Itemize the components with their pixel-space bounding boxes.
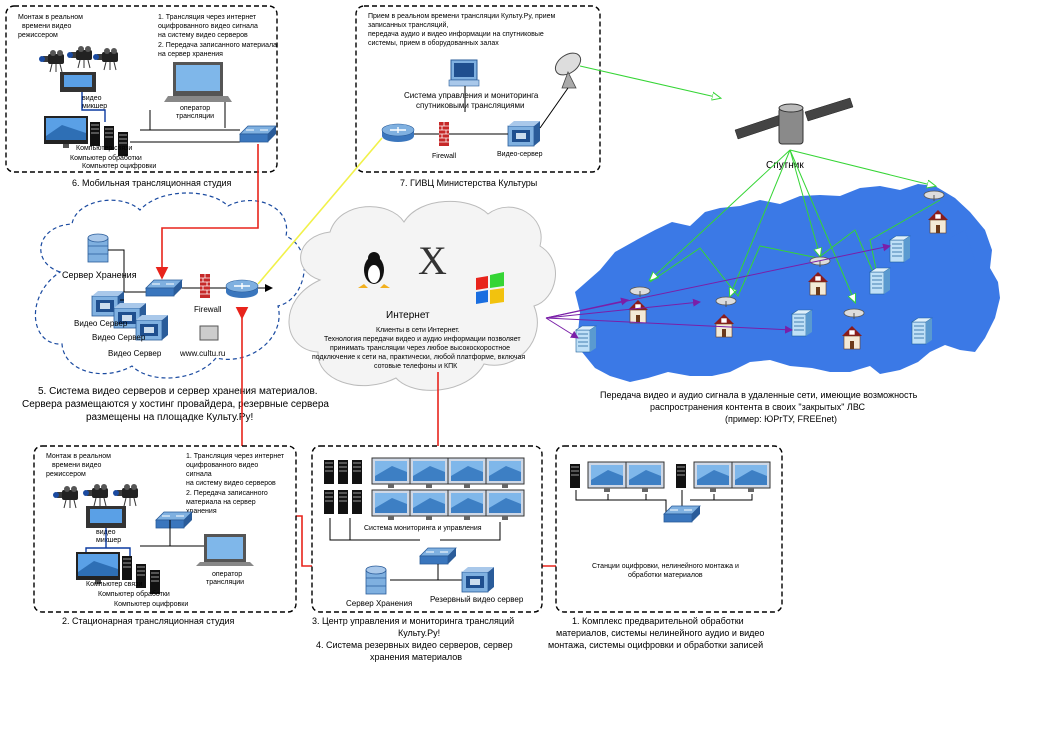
panel-processing-complex: Станции оцифровки, нелинейного монтажа и…	[555, 445, 783, 613]
p7-video-server: Видео-сервер	[497, 151, 543, 158]
p2-comp2: Компьютер обработки	[98, 590, 170, 598]
computer-icon	[90, 122, 100, 146]
remote-caption: Передача видео и аудио сигнала в удаленн…	[600, 390, 918, 424]
monitor-icon	[409, 457, 449, 489]
server-icon	[338, 490, 348, 514]
linux-icon	[358, 252, 390, 288]
monitor-icon	[587, 461, 627, 493]
firewall-icon	[199, 273, 211, 299]
p3-caption: 3. Центр управления и мониторинга трансл…	[312, 616, 514, 662]
p5-url: www.cultu.ru	[179, 349, 225, 358]
server-icon	[676, 464, 686, 488]
p6-comp2: Компьютер обработки	[70, 154, 142, 162]
building-icon	[575, 325, 597, 353]
monitor-icon	[731, 461, 771, 493]
server-icon	[324, 490, 334, 514]
p7-caption: 7. ГИВЦ Министерства Культуры	[400, 178, 537, 188]
p6-comp3: Компьютер оцифровки	[82, 163, 156, 170]
panel-video-servers-cloud: Сервер Хранения Видео Сервер Видео Серве…	[34, 192, 305, 379]
p5-firewall: Firewall	[194, 305, 222, 314]
reserve-video-server-icon	[461, 566, 495, 593]
server-icon	[338, 460, 348, 484]
satellite-dish-icon	[554, 52, 582, 89]
satellite-links	[579, 65, 941, 302]
remote-network-links	[545, 243, 891, 339]
monitor-icon	[485, 489, 525, 521]
server-icon	[324, 460, 334, 484]
internet-title: Интернет	[386, 310, 430, 321]
monitor-icon	[371, 489, 411, 521]
p2-comp1: Компьютер связи	[86, 581, 142, 588]
router-icon	[225, 279, 259, 299]
p6-caption: 6. Мобильная трансляционная студия	[72, 178, 232, 188]
panel-givc: Прием в реальном времени трансляции Куль…	[355, 5, 601, 188]
link-yellow	[257, 137, 383, 285]
monitor-icon	[371, 457, 411, 489]
building-icon	[869, 267, 891, 295]
russia-map	[575, 184, 1000, 382]
storage-server-icon	[365, 565, 387, 595]
p5-storage: Сервер Хранения	[62, 270, 137, 280]
web-server-icon	[199, 325, 219, 341]
p7-firewall: Firewall	[432, 153, 457, 160]
p5-vs3: Видео Сервер	[108, 349, 162, 358]
satellite-icon	[734, 97, 854, 145]
p1-stations: Станции оцифровки, нелинейного монтажа и…	[592, 562, 739, 579]
internet-cloud: X Интернет Клиенты в сети Интернет.Техно…	[288, 200, 556, 391]
p3-monitoring: Система мониторинга и управления	[364, 525, 482, 532]
x-window-logo: X	[418, 238, 447, 283]
monitor-icon	[447, 489, 487, 521]
satellite-label: Спутник	[766, 160, 804, 171]
p5-vs2: Видео Сервер	[92, 333, 146, 342]
internet-desc: Клиенты в сети Интернет.Технология перед…	[312, 327, 525, 370]
building-icon	[889, 235, 911, 263]
computer-icon	[122, 556, 132, 580]
storage-server-icon	[87, 233, 109, 263]
p3-reserve: Резервный видео сервер	[430, 595, 524, 604]
server-icon	[352, 490, 362, 514]
p6-comp1: Компьютер связи	[76, 145, 132, 152]
panel-control-center: Система мониторинга и управления Сервер …	[311, 445, 543, 613]
building-icon	[791, 309, 813, 337]
p5-caption: 5. Система видео серверов и сервер хране…	[22, 386, 329, 423]
firewall-icon	[438, 121, 450, 147]
monitor-icon	[409, 489, 449, 521]
monitor-icon	[44, 116, 88, 148]
server-icon	[352, 460, 362, 484]
video-server-icon	[507, 120, 541, 147]
computer-icon	[118, 132, 128, 156]
p3-storage: Сервер Хранения	[346, 599, 412, 608]
windows-icon	[476, 272, 504, 304]
router-icon	[381, 123, 415, 143]
p2-caption: 2. Стационарная трансляционная студия	[62, 616, 234, 626]
monitor-icon	[447, 457, 487, 489]
p5-vs1: Видео Сервер	[74, 319, 128, 328]
monitor-icon	[485, 457, 525, 489]
monitor-icon	[76, 552, 120, 584]
building-icon	[911, 317, 933, 345]
p2-comp3: Компьютер оцифровки	[114, 601, 188, 608]
monitor-icon	[693, 461, 733, 493]
monitor-icon	[625, 461, 665, 493]
p7-note: Прием в реальном времени трансляции Куль…	[368, 13, 555, 47]
server-icon	[570, 464, 580, 488]
